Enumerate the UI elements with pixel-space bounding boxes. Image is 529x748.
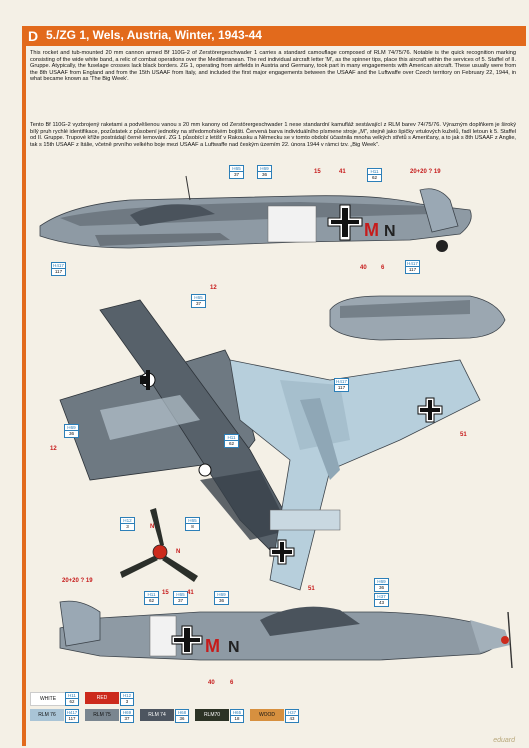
swatch-rlm74: RLM 74 <box>140 709 174 721</box>
propeller-detail <box>120 508 198 582</box>
marking-number: 12 <box>210 285 217 291</box>
scheme-letter: D <box>28 28 39 44</box>
marking-number: 51 <box>460 432 467 438</box>
marking-number: 41 <box>187 590 194 596</box>
side-accent-bar <box>22 46 26 746</box>
marking-number: 20+20 ? 19 <box>410 169 441 175</box>
marking-number: 41 <box>339 169 346 175</box>
nose-profile-right <box>329 295 506 341</box>
svg-text:M: M <box>364 220 379 240</box>
bottom-view <box>229 359 481 591</box>
svg-text:N: N <box>384 223 396 240</box>
description-english: This rocket and tub-mounted 20 mm cannon… <box>30 50 516 83</box>
marking-number: 15 <box>314 169 321 175</box>
marking-number: 40 <box>360 265 367 271</box>
svg-text:N: N <box>228 639 240 656</box>
scheme-title: 5./ZG 1, Wels, Austria, Winter, 1943-44 <box>46 28 262 42</box>
side-profile-right: M N <box>59 600 513 669</box>
marking-number: 6 <box>230 680 234 686</box>
svg-text:M: M <box>205 636 220 656</box>
swatch-white: WHITE <box>30 692 66 706</box>
swatch-rlm70: RLM70 <box>195 709 229 721</box>
swatch-rlm75: RLM 75 <box>85 709 119 721</box>
swatch-wood: WOOD <box>250 709 284 721</box>
marking-number: 12 <box>50 446 57 452</box>
marking-number: 40 <box>208 680 215 686</box>
marking-number: 20+20 ? 19 <box>62 578 93 584</box>
side-profile-left: M N <box>39 175 472 252</box>
swatch-red: RED <box>85 692 119 704</box>
marking-number: N <box>150 524 155 530</box>
swatch-rlm76: RLM 76 <box>30 709 64 721</box>
description-czech: Tento Bf 110G-2 vyzbrojený raketami a po… <box>30 122 516 148</box>
marking-number: 15 <box>162 590 169 596</box>
brand-logo: eduard <box>493 737 515 744</box>
marking-number: 6 <box>381 265 385 271</box>
scheme-header: D 5./ZG 1, Wels, Austria, Winter, 1943-4… <box>22 26 526 46</box>
marking-number: 51 <box>308 586 315 592</box>
top-view <box>59 299 301 561</box>
marking-number: N <box>176 549 181 555</box>
